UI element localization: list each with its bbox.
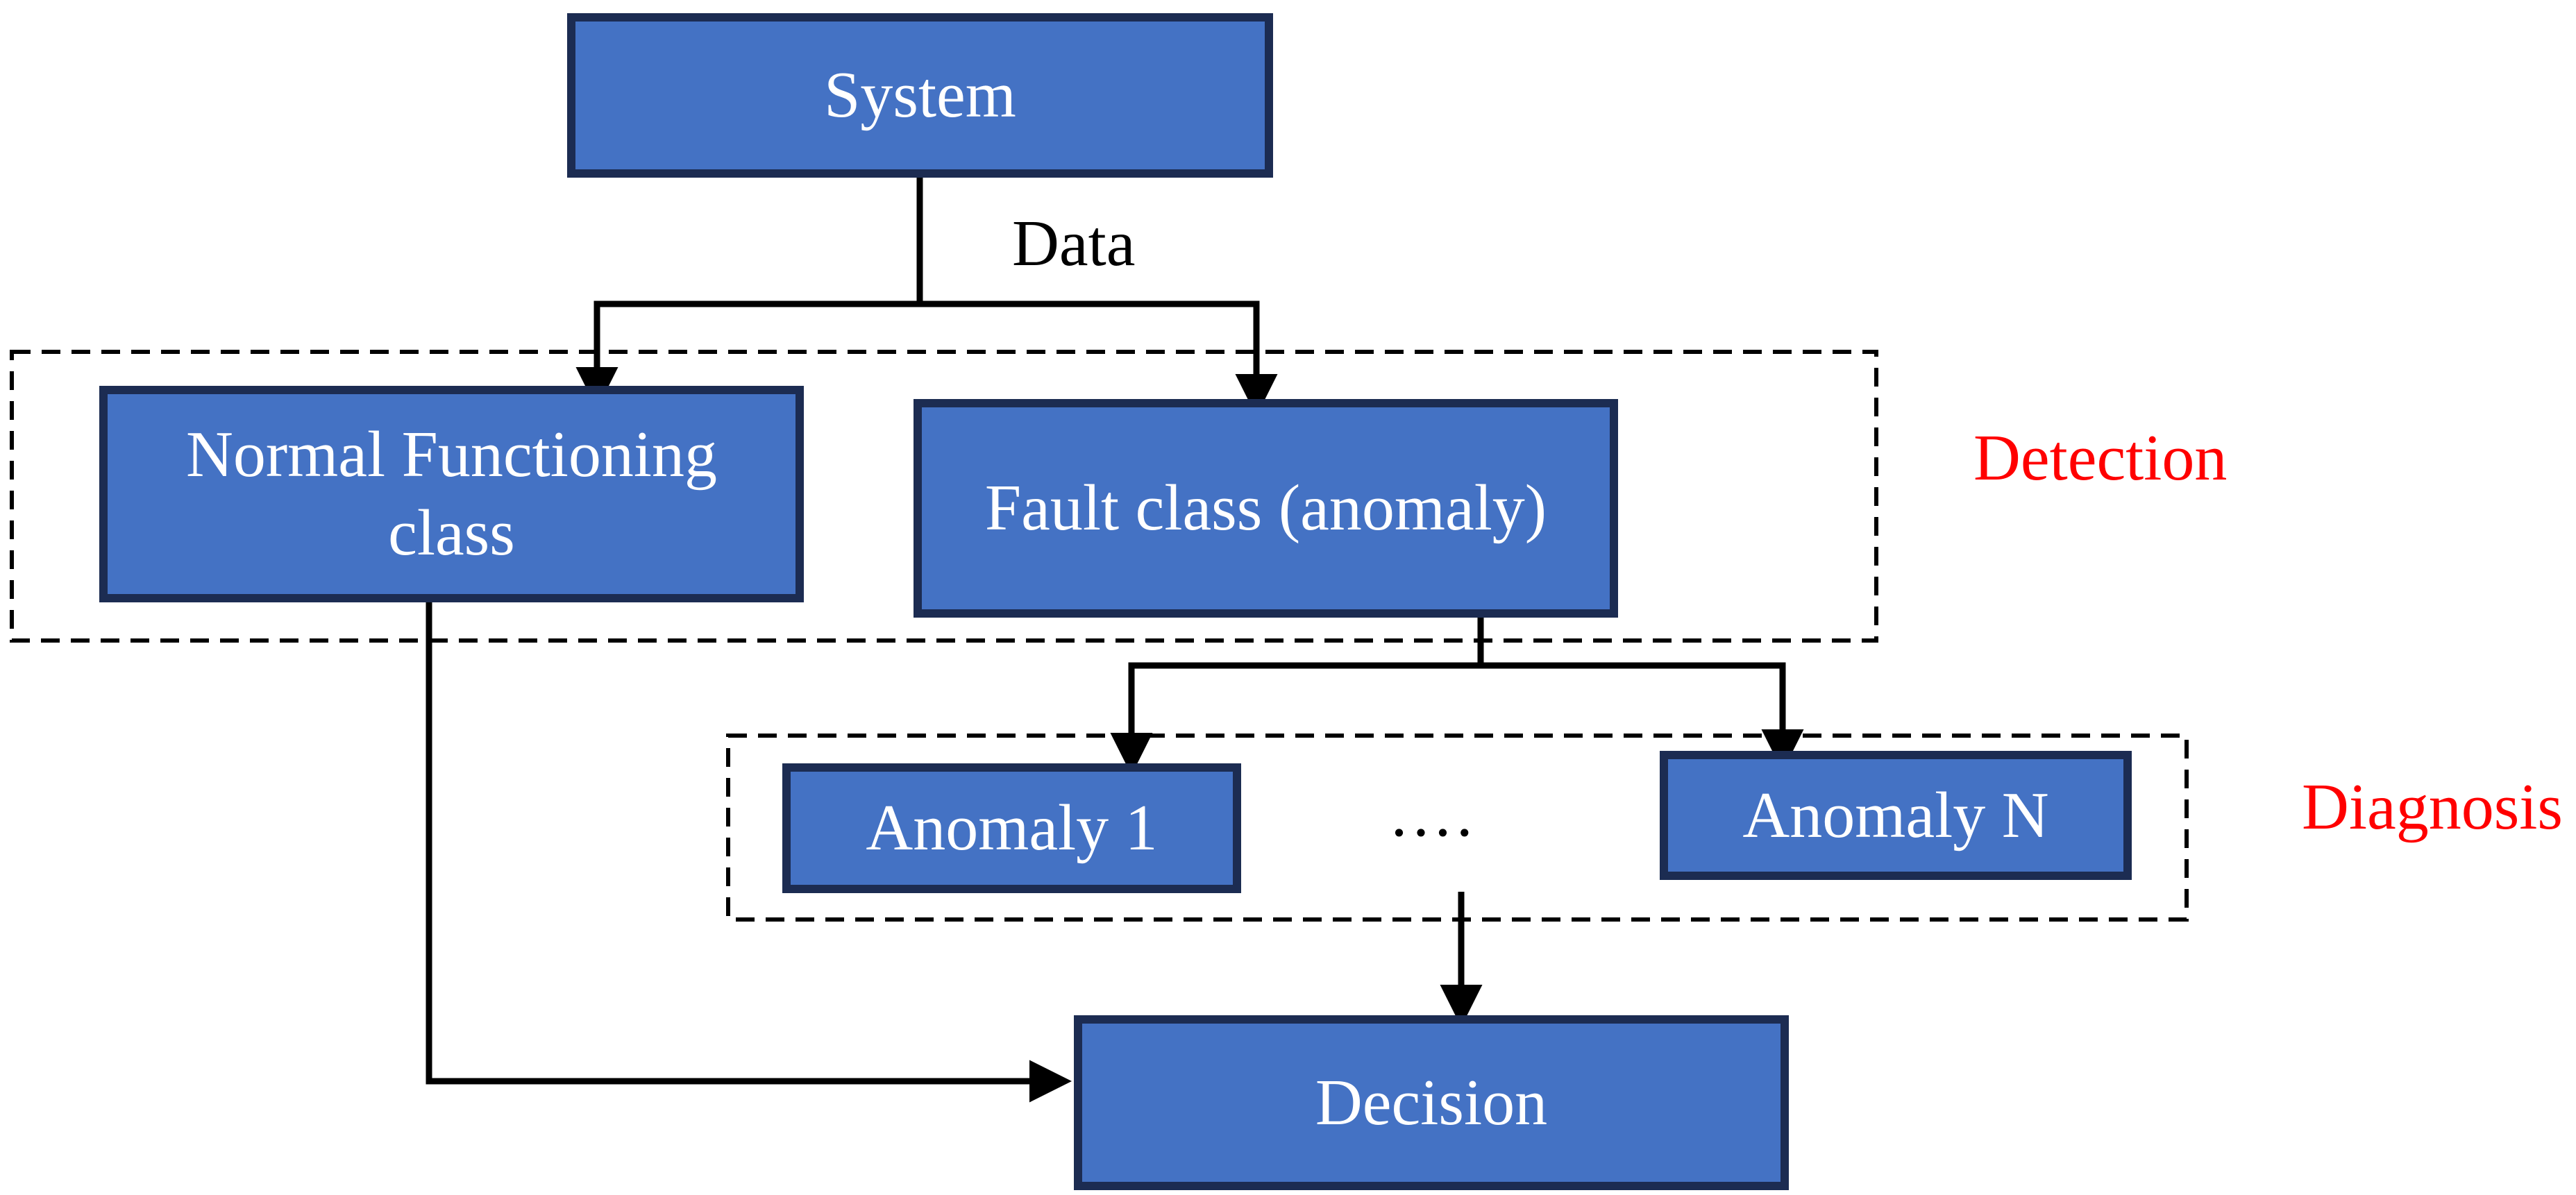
node-decision: Decision: [1074, 1015, 1789, 1190]
data-edge-label: Data: [1012, 207, 1136, 280]
node-anomaly-1: Anomaly 1: [782, 763, 1241, 893]
connector-normal-to-decision: [426, 598, 1072, 1103]
detection-region-outline: [10, 350, 1878, 643]
detection-region-label: Detection: [1973, 422, 2228, 494]
connector-branch-to-normal-and-fault: [575, 300, 1278, 417]
node-normal-functioning-class: Normal Functioning class: [99, 386, 804, 602]
node-anomaly-n: Anomaly N: [1660, 751, 2132, 880]
connector-branch-to-anomalies: [1110, 662, 1804, 776]
ellipsis-dots-label: ….: [1388, 778, 1476, 850]
diagnosis-region-label: Diagnosis: [2302, 771, 2563, 843]
node-fault-class-anomaly: Fault class (anomaly): [914, 399, 1618, 618]
node-system: System: [567, 13, 1273, 178]
